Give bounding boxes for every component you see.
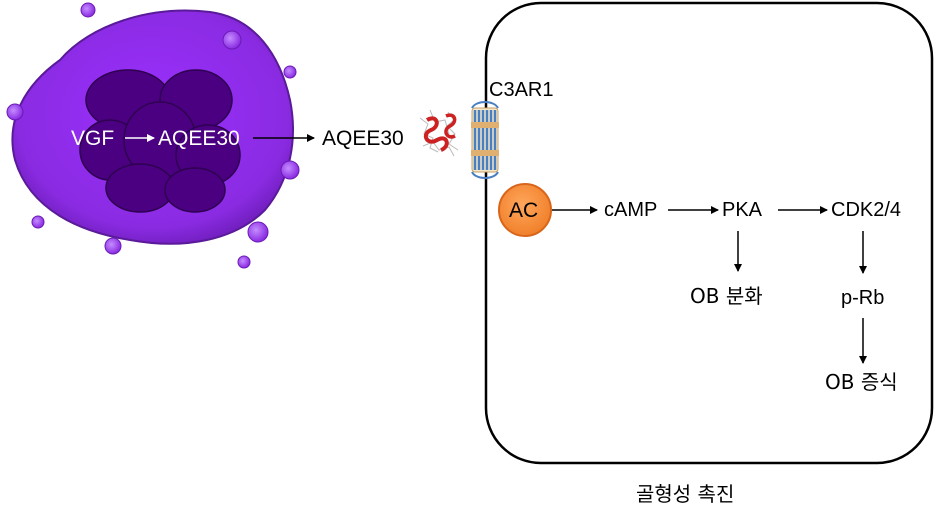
bone-formation-caption: 골형성 촉진 bbox=[636, 482, 735, 506]
ob-proliferation-label: OB 증식 bbox=[825, 370, 898, 394]
cell-nucleus bbox=[79, 69, 241, 213]
c3ar1-receptor-icon bbox=[471, 101, 499, 179]
pka-label: PKA bbox=[722, 199, 763, 221]
aqee30-inside-label: AQEE30 bbox=[158, 127, 240, 150]
cdk-label: CDK2/4 bbox=[831, 199, 902, 221]
aqee30-secreted-label: AQEE30 bbox=[322, 127, 404, 150]
ac-node bbox=[498, 183, 552, 237]
ob-differentiation-label: OB 분화 bbox=[690, 284, 763, 308]
c3ar1-label: C3AR1 bbox=[489, 79, 554, 101]
osteoblast-cell-boundary bbox=[484, 1, 934, 465]
aqee30-protein-icon bbox=[419, 109, 459, 157]
vgf-label: VGF bbox=[71, 127, 115, 150]
prb-label: p-Rb bbox=[841, 287, 885, 309]
ac-label: AC bbox=[509, 199, 539, 222]
camp-label: cAMP bbox=[604, 199, 658, 221]
